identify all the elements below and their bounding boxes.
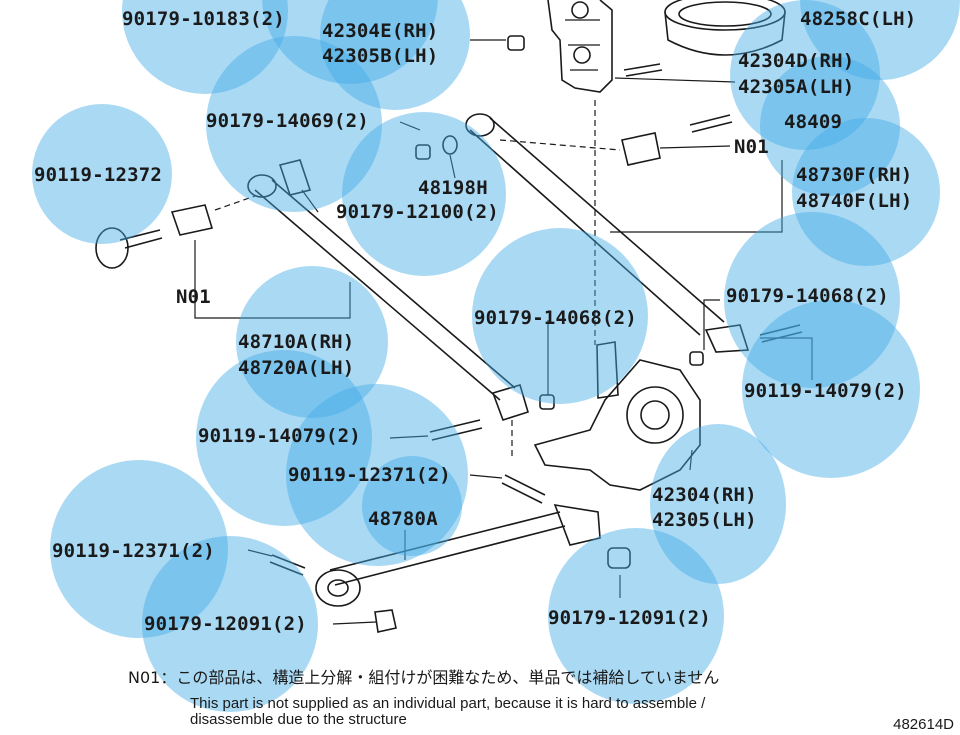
hotspot-marker [792,118,940,266]
hotspot-marker [32,104,172,244]
part-label-42304e-rh[interactable]: 42304E(RH) [322,20,439,42]
hotspot-marker [196,350,372,526]
part-label-90119-12372[interactable]: 90119-12372 [34,164,163,186]
part-label-42304d-rh[interactable]: 42304D(RH) [738,50,855,72]
part-label-90119-12371-center[interactable]: 90119-12371(2) [288,464,451,486]
hotspot-marker [206,36,382,212]
hotspot-marker [548,528,724,704]
hotspot-marker [472,228,648,404]
part-label-n01-lower[interactable]: N01 [176,286,211,308]
part-label-48740f-lh[interactable]: 48740F(LH) [796,190,913,212]
hotspot-marker [362,456,462,556]
part-label-42305a-lh[interactable]: 42305A(LH) [738,76,855,98]
hotspot-marker [342,112,506,276]
hotspot-marker [760,56,900,196]
part-label-48198h[interactable]: 48198H [418,177,488,199]
hotspot-marker [142,536,318,712]
part-label-48710a-rh[interactable]: 48710A(RH) [238,331,355,353]
part-label-90179-10183[interactable]: 90179-10183(2) [122,8,285,30]
part-label-90179-12091-left[interactable]: 90179-12091(2) [144,613,307,635]
part-label-42304-rh[interactable]: 42304(RH) [652,484,757,506]
hotspot-marker [724,212,900,388]
part-label-42305b-lh[interactable]: 42305B(LH) [322,45,439,67]
part-label-48409[interactable]: 48409 [784,111,843,133]
note-japanese: N01：この部品は、構造上分解・組付けが困難なため、単品では補給していません [128,668,720,687]
part-label-90119-12371-left[interactable]: 90119-12371(2) [52,540,215,562]
note-english-line1: This part is not supplied as an individu… [190,695,706,712]
part-label-48730f-rh[interactable]: 48730F(RH) [796,164,913,186]
part-label-90179-12091-right[interactable]: 90179-12091(2) [548,607,711,629]
part-label-90119-14079-right[interactable]: 90119-14079(2) [744,380,907,402]
part-label-42305-lh[interactable]: 42305(LH) [652,509,757,531]
part-label-48720a-lh[interactable]: 48720A(LH) [238,357,355,379]
hotspot-marker [236,266,388,418]
diagram-code: 482614D [893,716,954,733]
part-label-90179-14068-center[interactable]: 90179-14068(2) [474,307,637,329]
part-label-n01-upper[interactable]: N01 [734,136,769,158]
hotspot-marker [650,424,786,584]
note-english-line2: disassemble due to the structure [190,711,407,728]
hotspot-marker [286,384,468,566]
hotspot-marker [742,300,920,478]
part-label-90179-14069[interactable]: 90179-14069(2) [206,110,369,132]
part-label-90119-14079-left[interactable]: 90119-14079(2) [198,425,361,447]
part-label-48780a[interactable]: 48780A [368,508,438,530]
part-label-90179-14068-right[interactable]: 90179-14068(2) [726,285,889,307]
hotspot-marker [50,460,228,638]
hotspot-marker [730,0,880,150]
part-label-48258c-lh[interactable]: 48258C(LH) [800,8,917,30]
part-label-90179-12100[interactable]: 90179-12100(2) [336,201,499,223]
